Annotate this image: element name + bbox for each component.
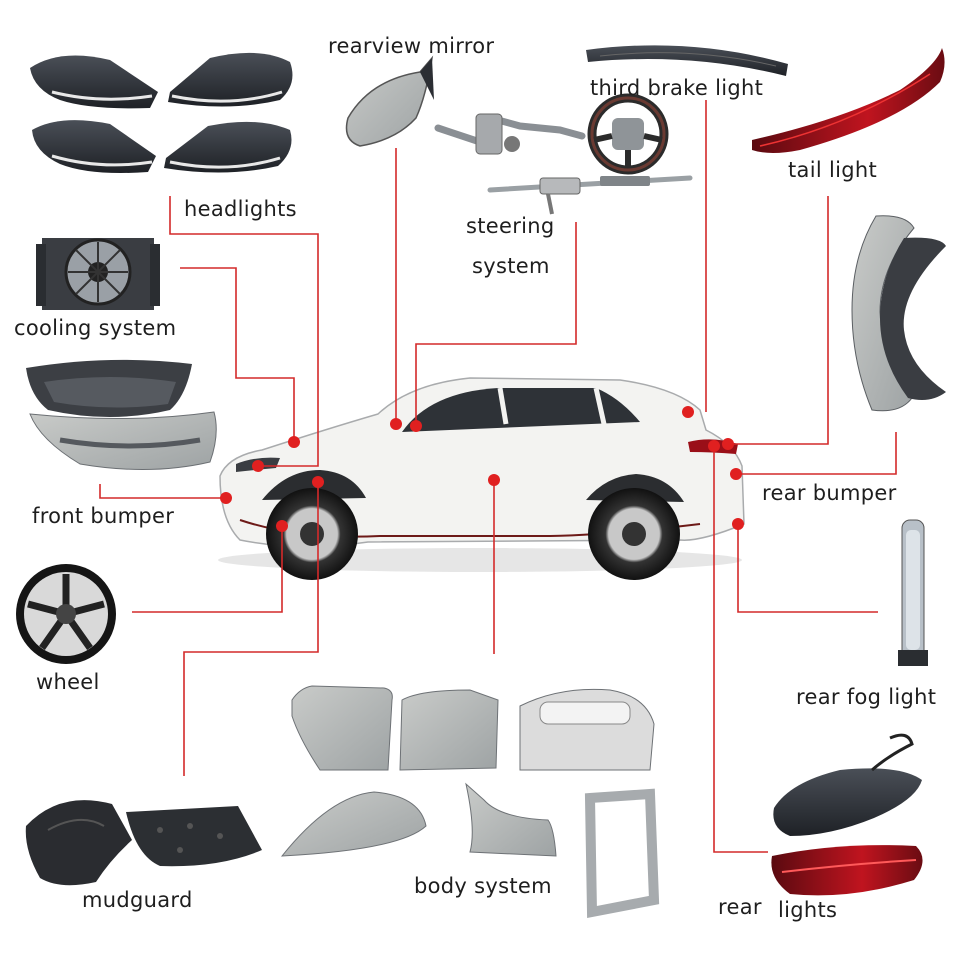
mudguard-image — [25, 800, 262, 886]
label-body-system: body system — [414, 874, 552, 898]
headlights-image — [30, 52, 293, 173]
label-mudguard: mudguard — [82, 888, 193, 912]
rear-bumper-image — [851, 215, 946, 412]
rearview-mirror-image — [345, 55, 434, 147]
leader-line-cooling-system — [180, 267, 295, 440]
leader-lines — [99, 100, 897, 853]
leader-line-rear-fog-light — [737, 524, 878, 613]
wheel-image — [16, 564, 116, 664]
marker-dot-front-bumper — [220, 492, 232, 504]
marker-dot-cooling-system — [288, 436, 300, 448]
marker-dot-wheel — [276, 520, 288, 532]
label-wheel: wheel — [36, 670, 100, 694]
marker-dots — [220, 406, 744, 532]
label-headlights: headlights — [184, 197, 297, 221]
label-tail-light: tail light — [788, 158, 877, 182]
leader-line-tail-light — [732, 196, 829, 445]
marker-dot-rear-bumper — [730, 468, 742, 480]
marker-dot-steering — [410, 420, 422, 432]
rear-fog-light-image — [898, 519, 928, 666]
marker-dot-rear-fog-light — [732, 518, 744, 530]
label-front-bumper: front bumper — [32, 504, 175, 528]
car-image — [218, 377, 745, 580]
marker-dot-third-brake-light — [682, 406, 694, 418]
leader-line-headlights — [169, 196, 319, 467]
front-bumper-image — [26, 359, 217, 470]
label-steering-line2: system — [472, 254, 550, 278]
third-brake-light-image — [586, 45, 788, 76]
label-rear-bumper: rear bumper — [762, 481, 897, 505]
steering-wheel-image — [587, 93, 669, 175]
marker-dot-headlights — [252, 460, 264, 472]
marker-dot-rearview-mirror — [390, 418, 402, 430]
marker-dot-rear-lights — [708, 440, 720, 452]
leader-line-rear-bumper — [736, 432, 897, 475]
label-rear-lights-1: rear — [718, 895, 762, 919]
leader-line-wheel — [132, 528, 283, 613]
rear-lights-image — [771, 733, 923, 896]
leader-line-front-bumper — [99, 484, 226, 499]
label-steering-line1: steering — [466, 214, 555, 238]
marker-dot-tail-light — [722, 438, 734, 450]
label-third-brake-light: third brake light — [590, 76, 764, 100]
label-rearview-mirror: rearview mirror — [328, 34, 495, 58]
leader-line-steering — [415, 222, 577, 424]
label-rear-fog-light: rear fog light — [796, 685, 937, 709]
leader-line-rear-lights — [713, 448, 768, 853]
label-rear-lights-2: lights — [778, 898, 838, 922]
steering-column-image — [434, 113, 586, 155]
tail-light-image — [752, 48, 945, 153]
steering-rack-image — [487, 175, 693, 215]
marker-dot-body-system — [488, 474, 500, 486]
cooling-system-image — [36, 238, 160, 310]
body-system-image — [280, 685, 660, 919]
label-cooling-system: cooling system — [14, 316, 177, 340]
marker-dot-mudguard — [312, 476, 324, 488]
leader-line-mudguard — [183, 482, 319, 776]
